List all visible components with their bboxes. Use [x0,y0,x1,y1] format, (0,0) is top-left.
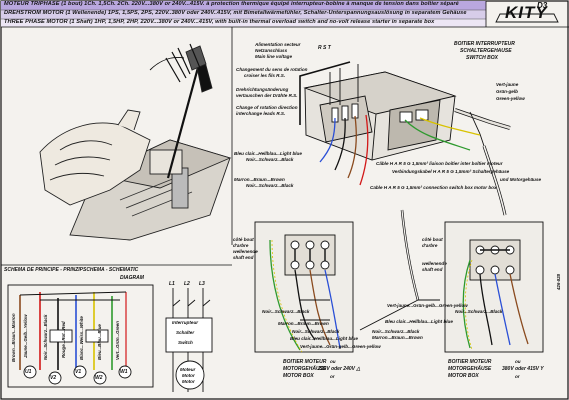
schematic-switch-1: Interrupteur [172,320,199,325]
kity-logo [495,13,559,23]
left-box-title-1: BOITIER MOTEUR [283,359,327,365]
rotation-note-6: interchange leads R.S. [236,111,286,116]
schematic-wire-green: Vert...Grün...Green [115,321,120,360]
switch-box-wires [319,114,481,186]
left-box-voltage: 220V oder 240V △ [318,366,361,372]
right-shaft-end-3: wellenende [422,261,447,266]
right-wire-vj: Vert-jaune...Grün-gelb...Green-yellow [387,303,468,308]
schematic-title: SCHEMA DE PRINCIPE - PRINZIPSCHEMA - SCH… [4,267,139,273]
terminal-w1: W1 [120,369,128,375]
right-box-title-3: MOTOR BOX [448,373,479,379]
kity-brand: KITY [505,3,548,22]
supply-label-2: Netzanschluss [255,48,288,53]
schematic-switch-3: Switch [178,340,193,345]
cable-note-german-2: und Motorgehäuse [500,177,542,182]
right-shaft-end-2: d'arbre [422,243,438,248]
rotation-note-2: croiser les fils R.S. [244,73,286,78]
right-wire-bleu: Bleu clair...Hellblau...Light blue [385,319,453,324]
diagram-code: D3 [537,1,548,10]
cable-note-english: Cable H A R 5 G 1,5mm² connection switch… [370,185,497,190]
schematic-wire-red: Rouge...Rot...Red [61,321,66,358]
schematic-wire-white: Blanc...Weiss...White [79,316,84,360]
right-box-title-2: MOTORGEHÄUSE [448,366,492,372]
left-wire-bleu: Bleu clair...Hellblau...Light blue [290,336,358,341]
wire-callout-blue: Bleu clair...Hellblau...Light blue [234,151,302,156]
line-l2: L2 [184,281,190,287]
schematic-subtitle: DIAGRAM [120,275,144,281]
schematic-wire-yellow: Jaune...Gelb...Yellow [23,314,28,358]
hand-screwdriver-illustration [39,43,232,241]
schematic-wire-black: Noir...Schwarz...Black [43,314,48,360]
earth-color-1: Vert-jaune [496,82,519,87]
left-box-ou: ou [330,359,336,364]
schematic-motor-3: Motor [182,379,195,384]
left-shaft-end-3: wellenende [233,249,258,254]
right-shaft-end-4: shaft end [422,267,443,272]
terminal-v2: V2 [50,375,57,381]
rotation-note-5: Change of rotation direction [236,105,298,110]
left-wire-noir: Noir...Schwarz...Black [262,309,310,314]
cable-note-german: Verbindungskabel H A R 5 G 1,5mm² Schalt… [392,169,510,174]
header-line-german: DREHSTROM MOTOR (1 Wellenende) 1PS, 1,5P… [4,10,467,16]
supply-rst: R S T [318,45,331,51]
side-reference-code: 426-828 [556,273,561,290]
right-shaft-end-1: côté bout [422,237,443,242]
left-shaft-end-4: shaft end [233,255,254,260]
rotation-note-4: vertauschen der Drähte R.S. [236,93,298,98]
terminal-v1: V1 [75,369,82,375]
supply-label-1: Alimentation secteur [255,42,301,47]
switch-box-label-3: SWITCH BOX [466,55,498,61]
wire-callout-black-2: Noir...Schwarz...Black [246,183,294,188]
schematic-wire-blue: Bleu...Blau...Blue [97,324,102,360]
right-box-title-1: BOITIER MOTEUR [448,359,492,365]
rotation-note-3: Drehrichtungsänderung [236,87,289,92]
cable-note-french: Câble H A R 5 G 1,5mm² liaison boîtier i… [376,161,503,166]
right-wire-noir-2: Noir...Schwarz...Black [372,329,420,334]
left-box-title-2: MOTORGEHÄUSE [283,366,327,372]
motor-box-left [254,221,354,353]
terminal-w2: W2 [95,375,103,381]
line-l3: L3 [199,281,205,287]
earth-color-3: Green-yellow [496,96,525,101]
right-box-ou: ou [515,359,521,364]
left-wire-vj: Vert-jaune...Grün-gelb...Green-yellow [300,344,381,349]
header-line-english: THREE PHASE MOTOR (1 Shaft) 1HP, 1,5HP, … [4,19,435,25]
earth-color-2: Grün-gelb [496,89,518,94]
switch-box-label-1: BOITIER INTERRUPTEUR [454,41,515,47]
left-wire-noir-2: Noir...Schwarz...Black [292,329,340,334]
wire-callout-black-1: Noir...Schwarz...Black [246,157,294,162]
wire-callout-brown: Marron...Braun...Brown [234,177,285,182]
switch-box-illustration [299,61,511,216]
connecting-cable [359,209,440,331]
rotation-note-1: Changement du sens de rotation [236,67,308,72]
schematic-diagram [7,284,213,392]
motor-box-right [444,221,544,353]
terminal-u1: U1 [25,369,32,375]
right-box-voltage: 380V oder 415V Y [502,366,544,372]
left-shaft-end-2: d'arbre [233,243,249,248]
line-l1: L1 [169,281,175,287]
right-wire-marron: Marron...Braun...Brown [372,335,423,340]
schematic-switch-2: Schalter [176,330,195,335]
left-box-or: or [330,374,335,379]
right-wire-noir: Noir...Schwarz...Black [455,309,503,314]
left-wire-marron: Marron...Braun...Brown [278,321,329,326]
header-line-french: MOTEUR TRIPHASE (1 bout) 1Ch. 1,5Ch. 2Ch… [4,1,459,7]
switch-box-label-2: SCHALTERGEHAUSE [460,48,512,54]
left-box-title-3: MOTOR BOX [283,373,314,379]
schematic-wire-brown: Brown...Braun...Marron [11,313,16,362]
header-band [1,1,569,28]
schematic-motor-1: Moteur [180,367,196,372]
schematic-motor-2: Motor [182,373,195,378]
left-shaft-end-1: côté bout [233,237,254,242]
supply-label-3: Main line voltage [255,54,293,59]
right-box-or: or [515,374,520,379]
